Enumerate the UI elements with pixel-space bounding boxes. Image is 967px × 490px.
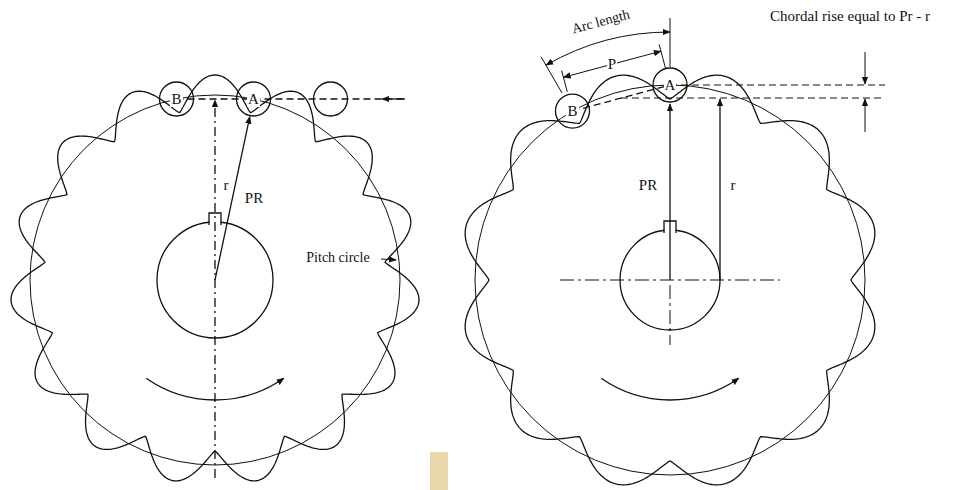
extension-line xyxy=(562,71,568,92)
roller-letter: A xyxy=(247,91,260,108)
dimension-arrow xyxy=(865,99,866,132)
dimension-label: PR xyxy=(244,190,264,207)
extension-line xyxy=(670,18,671,67)
center-line xyxy=(670,285,671,345)
chain-direction-arrow xyxy=(382,98,405,99)
leader-line xyxy=(381,259,396,260)
part-label: Pitch circle xyxy=(305,250,370,265)
dimension-label: P xyxy=(607,56,617,73)
radius-line xyxy=(214,100,215,478)
pitch-circle xyxy=(475,85,865,475)
dimension-label: r xyxy=(223,177,230,194)
roller-letter: B xyxy=(170,91,182,108)
pitch-radius-line xyxy=(669,104,670,280)
chord-level-line xyxy=(621,98,885,99)
pitch-level-line xyxy=(670,85,885,86)
roller-letter: B xyxy=(566,103,578,120)
chain-roller xyxy=(556,94,590,128)
dimension-label: Arc length xyxy=(569,7,632,38)
extension-line xyxy=(659,44,666,68)
rotation-arrow xyxy=(146,378,284,400)
dimension-label: PR xyxy=(638,177,658,194)
dimension-label: r xyxy=(730,177,737,194)
dimension-line xyxy=(563,51,661,77)
sprocket-outline xyxy=(465,75,875,485)
radius-line xyxy=(719,99,720,280)
roller-letter: A xyxy=(664,77,677,94)
chain-line xyxy=(177,98,406,99)
sprocket-outline xyxy=(11,75,419,481)
watermark-block xyxy=(430,452,448,490)
dimension-arrow xyxy=(865,52,866,84)
rotation-arrow xyxy=(601,378,739,400)
note-label: Chordal rise equal to Pr - r xyxy=(769,8,931,25)
